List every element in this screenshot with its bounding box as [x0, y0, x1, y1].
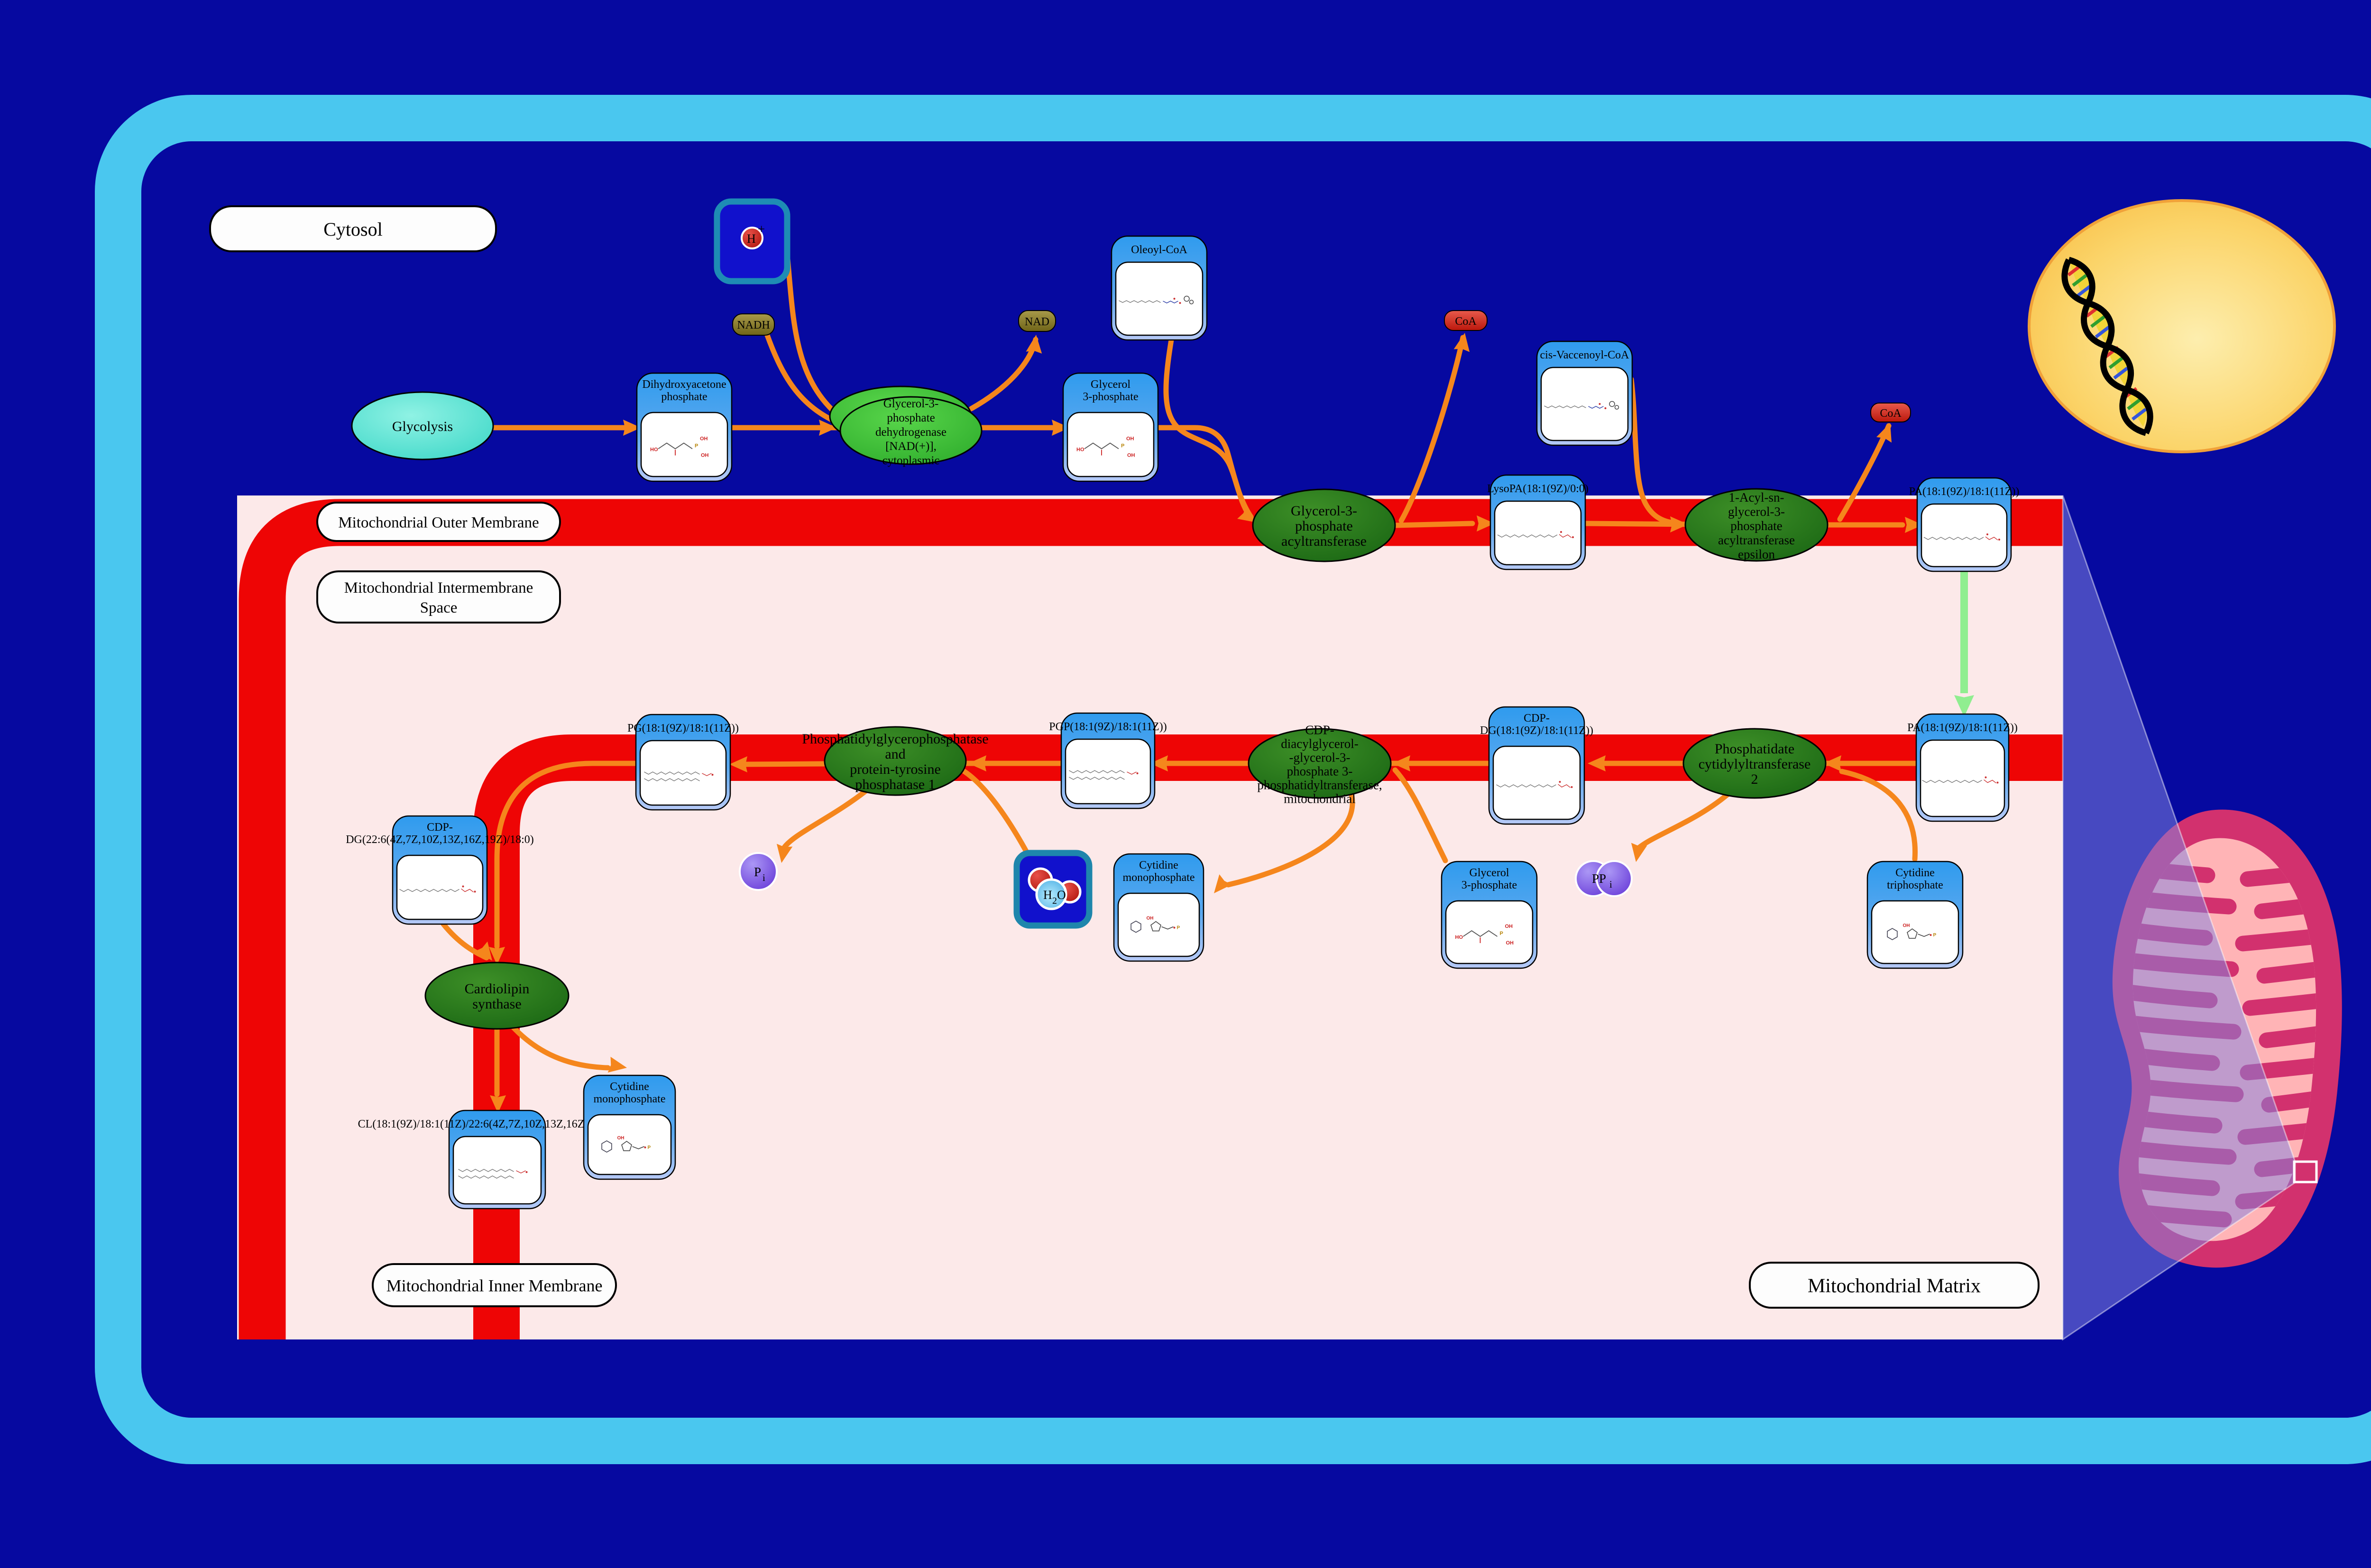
svg-text:Glycerol: Glycerol	[1470, 867, 1509, 879]
svg-text:dehydrogenase: dehydrogenase	[875, 426, 947, 439]
svg-text:Mitochondrial Matrix: Mitochondrial Matrix	[1808, 1275, 1981, 1297]
svg-text:P: P	[1121, 443, 1124, 449]
svg-text:mitochondrial: mitochondrial	[1284, 792, 1355, 806]
svg-text:Oleoyl-CoA: Oleoyl-CoA	[1131, 244, 1187, 256]
svg-text:CDP-: CDP-	[1305, 723, 1334, 737]
svg-text:OH: OH	[1505, 924, 1513, 929]
svg-text:HO: HO	[650, 447, 658, 453]
svg-text:NAD: NAD	[1025, 316, 1049, 328]
svg-text:1-Acyl-sn-: 1-Acyl-sn-	[1729, 490, 1784, 504]
svg-text:OH: OH	[1126, 436, 1134, 442]
svg-text:Cardiolipin: Cardiolipin	[465, 981, 530, 997]
svg-text:Glycolysis: Glycolysis	[392, 419, 453, 434]
svg-text:phosphatidyltransferase,: phosphatidyltransferase,	[1257, 778, 1382, 792]
svg-text:Space: Space	[420, 599, 458, 616]
svg-text:PP: PP	[1592, 871, 1606, 886]
svg-text:HO: HO	[1455, 935, 1463, 940]
svg-text:Dihydroxyacetone: Dihydroxyacetone	[642, 378, 726, 391]
svg-text:cis-Vaccenoyl-CoA: cis-Vaccenoyl-CoA	[1540, 349, 1630, 361]
svg-text:phosphate: phosphate	[1295, 518, 1353, 534]
svg-text:phosphate: phosphate	[887, 412, 935, 424]
svg-text:OH: OH	[1127, 453, 1135, 458]
svg-text:Mitochondrial Outer Membrane: Mitochondrial Outer Membrane	[338, 514, 539, 531]
svg-text:NADH: NADH	[737, 319, 770, 331]
svg-text:OH: OH	[701, 453, 709, 458]
svg-text:3-phosphate: 3-phosphate	[1461, 879, 1517, 891]
svg-text:monophosphate: monophosphate	[594, 1093, 666, 1105]
svg-text:glycerol-3-: glycerol-3-	[1728, 504, 1785, 519]
svg-text:Glycerol-3-: Glycerol-3-	[883, 397, 939, 410]
svg-text:3-phosphate: 3-phosphate	[1083, 391, 1138, 403]
svg-text:synthase: synthase	[472, 996, 521, 1012]
svg-text:and: and	[885, 746, 905, 762]
svg-text:Cytidine: Cytidine	[610, 1081, 649, 1093]
svg-text:HO: HO	[1076, 447, 1084, 453]
svg-text:P: P	[1933, 933, 1937, 938]
svg-text:PA(18:1(9Z)/18:1(11Z)): PA(18:1(9Z)/18:1(11Z))	[1909, 486, 2020, 498]
svg-text:PGP(18:1(9Z)/18:1(11Z)): PGP(18:1(9Z)/18:1(11Z))	[1049, 721, 1167, 733]
svg-text:Glycerol-3-: Glycerol-3-	[1291, 503, 1357, 519]
svg-text:H: H	[747, 232, 756, 246]
svg-text:OH: OH	[1147, 916, 1154, 921]
svg-text:Cytosol: Cytosol	[323, 219, 382, 240]
svg-text:CDP-: CDP-	[1524, 712, 1550, 724]
svg-text:Cytidine: Cytidine	[1895, 867, 1935, 879]
svg-text:DG(18:1(9Z)/18:1(11Z)): DG(18:1(9Z)/18:1(11Z))	[1480, 724, 1593, 737]
svg-text:epsilon: epsilon	[1738, 547, 1775, 561]
svg-text:OH: OH	[1506, 940, 1514, 946]
svg-text:monophosphate: monophosphate	[1123, 871, 1195, 884]
svg-text:Phosphatidate: Phosphatidate	[1715, 741, 1794, 757]
svg-text:2: 2	[1052, 896, 1057, 906]
svg-text:phosphate 3-: phosphate 3-	[1287, 764, 1353, 779]
svg-text:Cytidine: Cytidine	[1139, 859, 1178, 871]
svg-text:DG(22:6(4Z,7Z,10Z,13Z,16Z,19Z): DG(22:6(4Z,7Z,10Z,13Z,16Z,19Z)/18:0)	[346, 834, 534, 846]
svg-text:triphosphate: triphosphate	[1887, 879, 1943, 891]
svg-text:CoA: CoA	[1880, 407, 1902, 420]
svg-text:diacylglycerol-: diacylglycerol-	[1281, 737, 1358, 751]
svg-text:OH: OH	[617, 1136, 625, 1141]
svg-text:+: +	[758, 222, 765, 236]
svg-text:Mitochondrial Intermembrane: Mitochondrial Intermembrane	[344, 579, 533, 596]
svg-text:PG(18:1(9Z)/18:1(11Z)): PG(18:1(9Z)/18:1(11Z))	[627, 722, 739, 734]
svg-text:LysoPA(18:1(9Z)/0:0): LysoPA(18:1(9Z)/0:0)	[1487, 483, 1589, 495]
svg-text:O: O	[1057, 888, 1066, 902]
svg-text:i: i	[763, 872, 765, 883]
svg-text:P: P	[1500, 931, 1503, 936]
svg-text:CoA: CoA	[1455, 315, 1477, 328]
svg-text:acyltransferase: acyltransferase	[1281, 533, 1367, 549]
svg-text:phosphate: phosphate	[661, 391, 707, 403]
svg-text:acyltransferase: acyltransferase	[1718, 533, 1795, 547]
svg-text:Phosphatidylglycerophosphatase: Phosphatidylglycerophosphatase	[802, 731, 988, 747]
svg-text:phosphatase 1: phosphatase 1	[855, 777, 935, 792]
svg-text:CDP-: CDP-	[427, 821, 453, 834]
svg-text:Mitochondrial Inner Membrane: Mitochondrial Inner Membrane	[386, 1276, 603, 1295]
svg-text:[NAD(+)],: [NAD(+)],	[885, 440, 937, 453]
svg-text:cytidylyltransferase: cytidylyltransferase	[1699, 756, 1811, 772]
svg-text:OH: OH	[1903, 923, 1910, 928]
svg-text:P: P	[754, 865, 761, 879]
svg-text:PA(18:1(9Z)/18:1(11Z)): PA(18:1(9Z)/18:1(11Z))	[1907, 722, 2018, 734]
svg-text:OH: OH	[700, 436, 708, 442]
svg-text:2: 2	[1751, 771, 1758, 787]
svg-text:protein-tyrosine: protein-tyrosine	[850, 761, 941, 777]
svg-text:phosphate: phosphate	[1730, 519, 1782, 533]
svg-text:cytoplasmic: cytoplasmic	[882, 454, 940, 467]
svg-text:P: P	[648, 1145, 651, 1150]
svg-text:Glycerol: Glycerol	[1091, 378, 1130, 391]
svg-text:H: H	[1043, 888, 1052, 902]
svg-text:i: i	[1609, 879, 1612, 890]
svg-text:P: P	[695, 443, 698, 449]
svg-text:P: P	[1177, 926, 1180, 931]
svg-text:-glycerol-3-: -glycerol-3-	[1289, 751, 1351, 765]
